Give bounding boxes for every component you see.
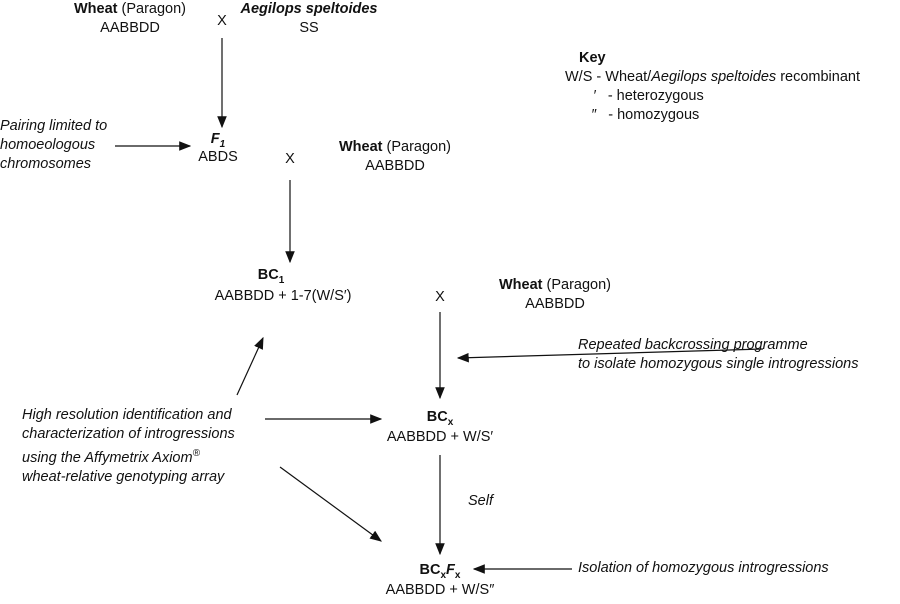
identification-note-line: High resolution identification and — [22, 407, 232, 423]
wheat-backcross-name: Wheat — [338, 139, 383, 155]
f1-label: F1 — [211, 130, 225, 154]
key-ws-prefix: W/S - Wheat/ — [565, 69, 652, 85]
bcxfx-f-letter: F — [446, 562, 455, 578]
bcxfx-label: BCxFx — [420, 561, 461, 585]
bcxfx-f-subscript: x — [454, 569, 461, 581]
wheat-backcross-label: Wheat (Paragon) — [499, 276, 611, 295]
key-title: Key — [579, 50, 606, 66]
pairing-note-line: chromosomes — [0, 156, 92, 172]
bc1-subscript: 1 — [278, 274, 285, 286]
cross-symbol: X — [217, 13, 227, 29]
bcxfx-bc-subscript: x — [440, 569, 447, 581]
f1-genome: ABDS — [198, 149, 238, 165]
bcx-genome: AABBDD + W/S′ — [386, 429, 494, 445]
parent1-name: Wheat — [73, 1, 118, 17]
key-ws-suffix: recombinant — [776, 69, 860, 85]
bc1-letters: BC — [257, 267, 279, 283]
f1-subscript: 1 — [219, 138, 226, 150]
repeated-backcross-note: Repeated backcrossing programme to isolat… — [578, 336, 858, 374]
pairing-note-line: homoeologous — [0, 137, 96, 153]
wheat-backcross-label: Wheat (Paragon) — [339, 138, 451, 157]
bc1-genome: AABBDD + 1-7(W/S′) — [214, 288, 352, 304]
repeated-note-line: Repeated backcrossing programme — [578, 337, 808, 353]
arrow-identification-to-bcxfx — [279, 466, 382, 542]
identification-note-line: wheat-relative genotyping array — [22, 468, 225, 485]
repeated-note-line: to isolate homozygous single introgressi… — [578, 356, 859, 372]
cross-symbol: X — [285, 151, 295, 167]
cross-symbol: X — [435, 289, 445, 305]
key-homozygous: ″ - homozygous — [591, 106, 699, 125]
pairing-note-line: Pairing limited to — [0, 118, 108, 134]
self-label: Self — [468, 493, 493, 509]
bcxfx-bc-letters: BC — [419, 562, 441, 578]
homozygous-symbol: ″ — [591, 107, 597, 123]
parent1-label: Wheat (Paragon) — [74, 0, 186, 19]
bcx-label: BCx — [427, 408, 454, 432]
registered-mark: ® — [192, 448, 200, 459]
arrow-repeated-to-bcx — [456, 348, 764, 363]
key-heterozygous: ′ - heterozygous — [593, 87, 704, 106]
wheat-backcross-genome: AABBDD — [525, 296, 585, 312]
bcx-letters: BC — [426, 409, 448, 425]
parent1-variety: (Paragon) — [121, 1, 187, 17]
pairing-note: Pairing limited to homoeologous chromosome… — [0, 117, 107, 174]
arrow-identification-to-bc1 — [236, 336, 264, 396]
parent2-label: Aegilops speltoides — [240, 1, 378, 17]
identification-note-line: using the Affymetrix Axiom — [22, 449, 193, 466]
bcx-subscript: x — [447, 416, 454, 428]
wheat-backcross-name: Wheat — [498, 277, 543, 293]
isolation-note: Isolation of homozygous introgressions — [578, 560, 829, 576]
parent2-genome: SS — [299, 20, 319, 36]
wheat-backcross-genome: AABBDD — [365, 158, 425, 174]
identification-note-line: characterization of introgressions — [22, 426, 235, 442]
heterozygous-symbol: ′ — [593, 88, 596, 104]
heterozygous-label: - heterozygous — [607, 88, 704, 104]
wheat-backcross-variety: (Paragon) — [386, 139, 452, 155]
homozygous-label: - homozygous — [608, 107, 700, 123]
parent1-genome: AABBDD — [100, 20, 160, 36]
wheat-backcross-variety: (Paragon) — [546, 277, 612, 293]
bcxfx-genome: AABBDD + W/S″ — [385, 582, 495, 598]
identification-note: High resolution identification and charac… — [22, 406, 235, 487]
key-ws-species: Aegilops speltoides — [651, 69, 777, 85]
key-ws: W/S - Wheat/Aegilops speltoides recombin… — [565, 68, 860, 87]
bc1-label: BC1 — [258, 266, 285, 290]
f1-letter: F — [210, 131, 220, 147]
